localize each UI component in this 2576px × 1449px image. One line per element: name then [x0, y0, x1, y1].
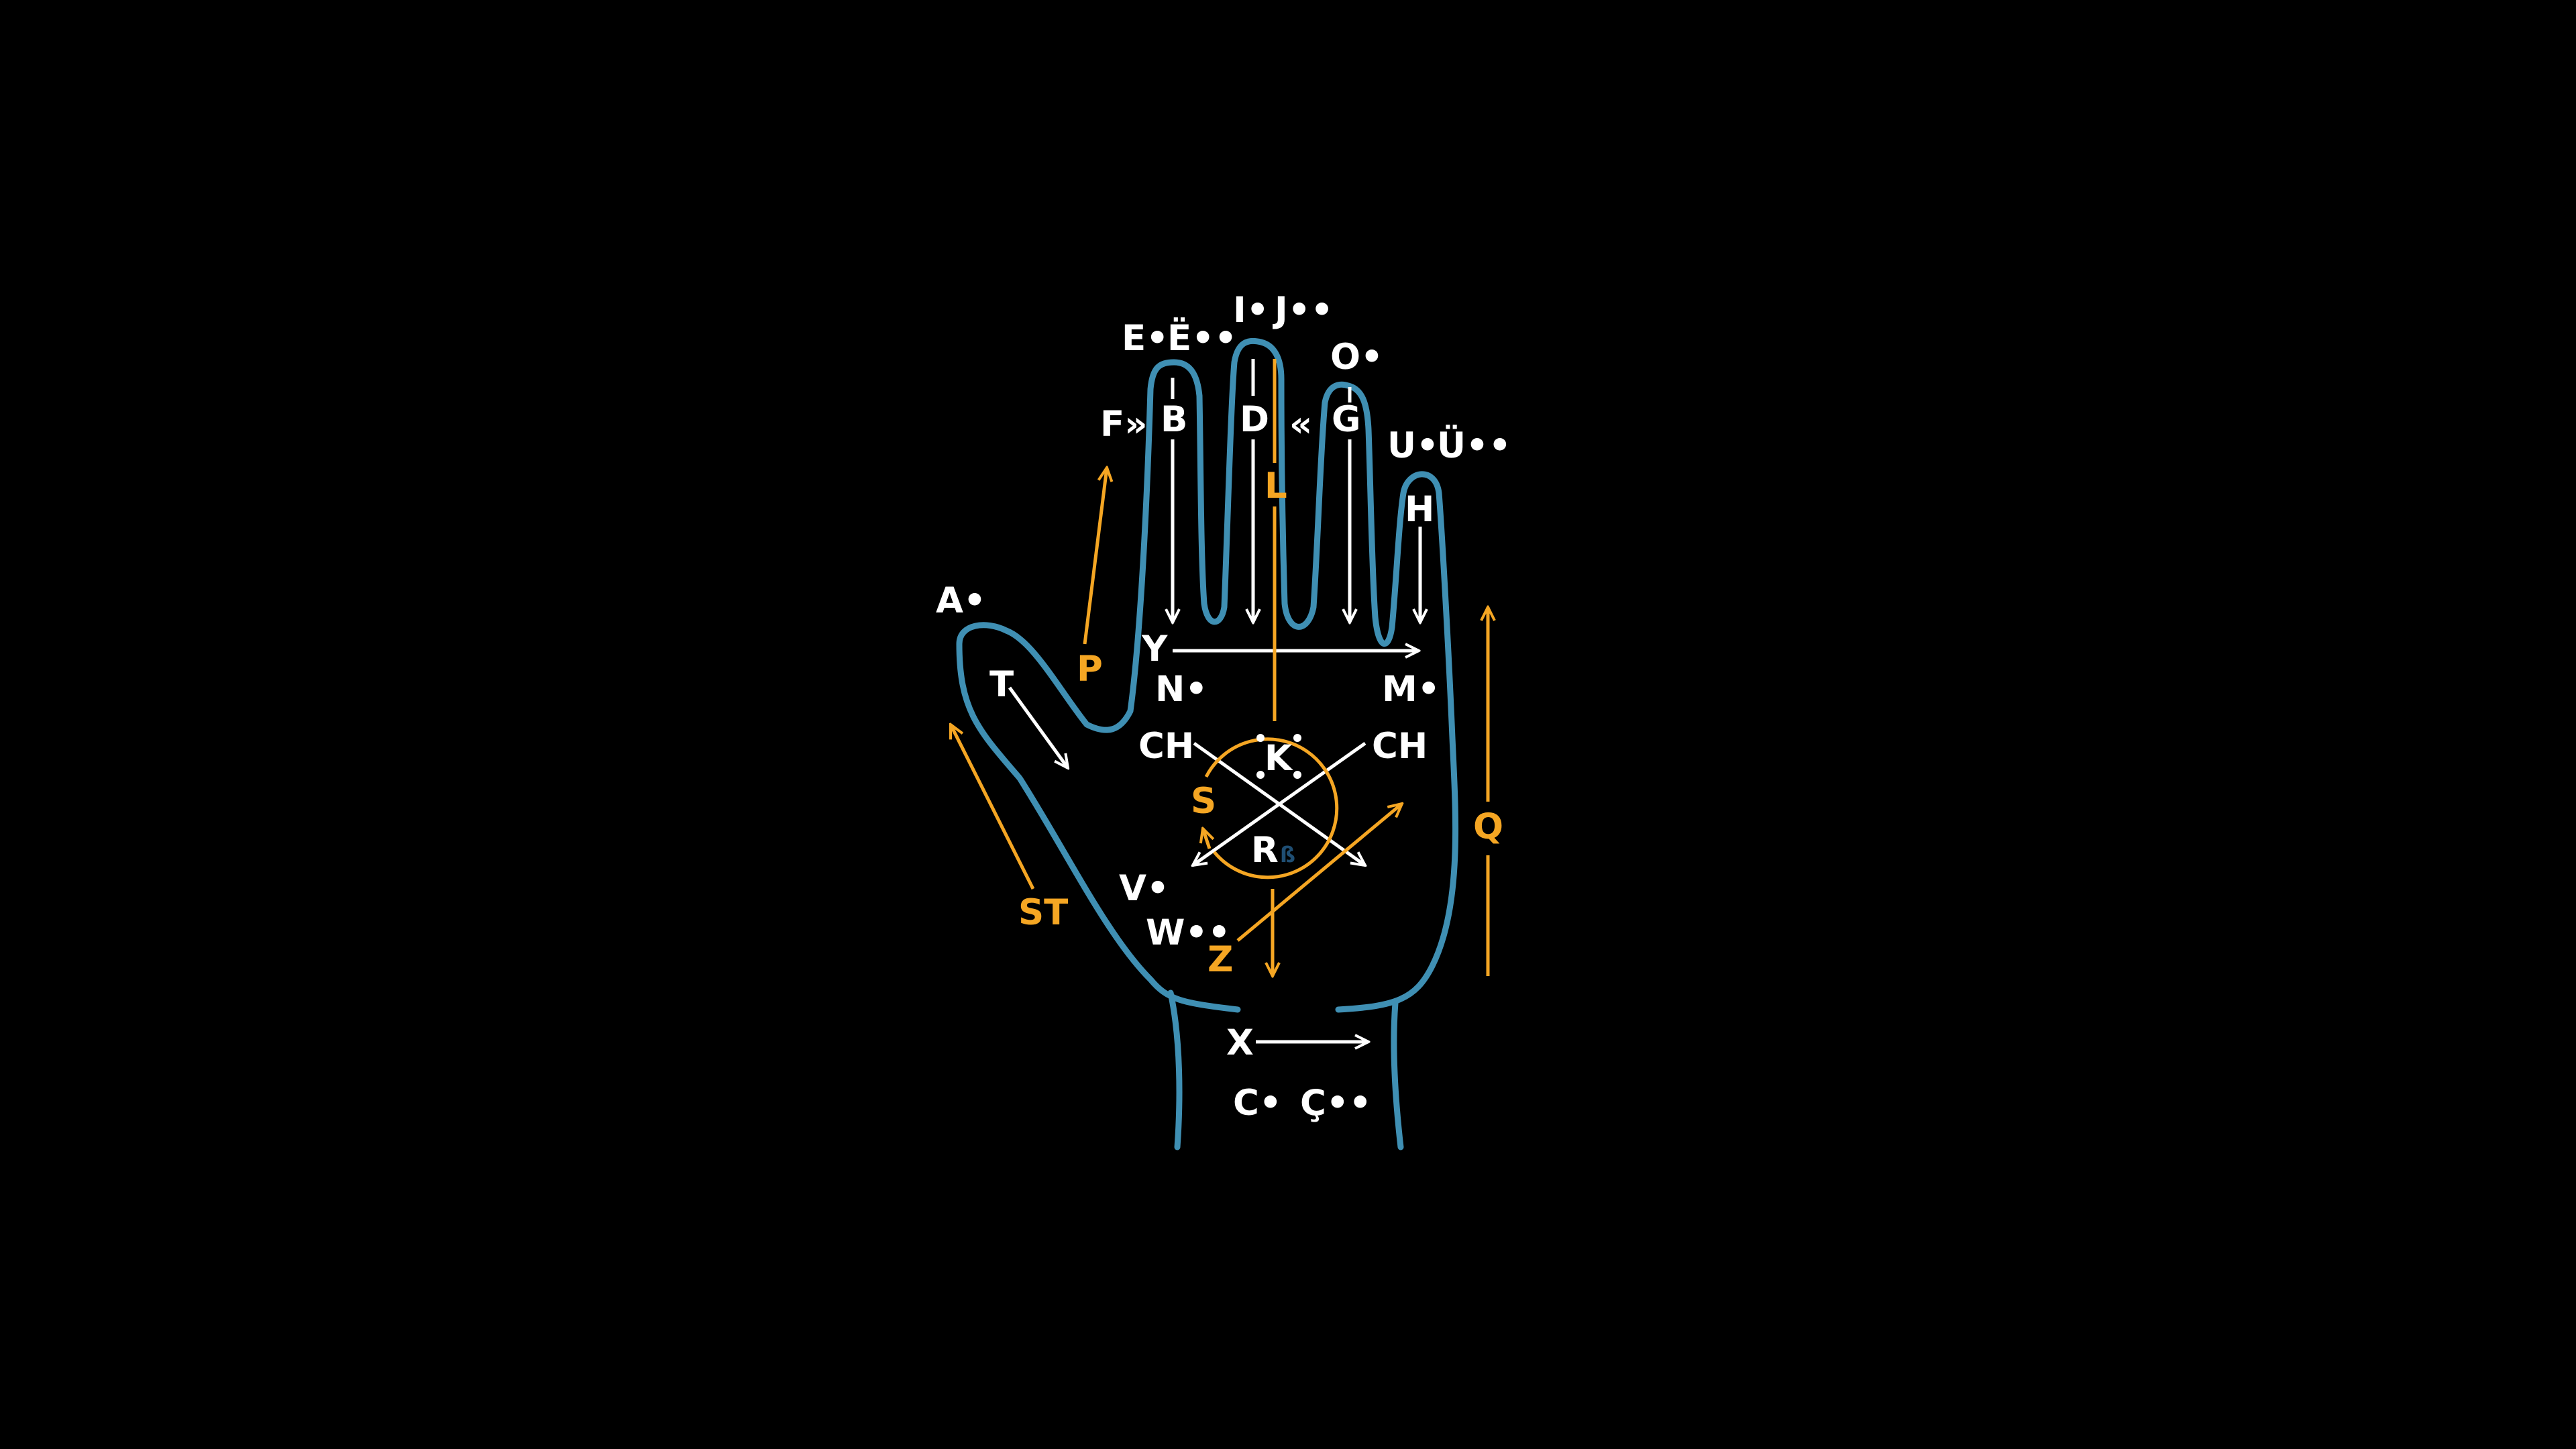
- label-e-umlaut: Ë••: [1167, 317, 1237, 359]
- wrist-left-line: [1167, 989, 1183, 1150]
- label-q: Q: [1473, 806, 1503, 847]
- label-p: P: [1077, 649, 1103, 690]
- label-d: D: [1240, 399, 1269, 440]
- label-u-umlaut: Ü••: [1437, 424, 1511, 466]
- hand-outline-icon: [956, 337, 1459, 1013]
- label-g: G: [1332, 399, 1361, 440]
- label-c-cedilla: Ç••: [1300, 1083, 1372, 1124]
- label-s: S: [1191, 781, 1216, 822]
- label-st: ST: [1018, 892, 1068, 933]
- label-h: H: [1405, 489, 1434, 530]
- label-b: B: [1161, 399, 1187, 440]
- label-ch-left: CH: [1138, 726, 1194, 767]
- label-w: W••: [1146, 912, 1230, 953]
- label-z: Z: [1208, 939, 1233, 980]
- label-e: E•: [1122, 318, 1169, 359]
- label-k: K: [1265, 738, 1293, 779]
- label-r: R: [1251, 830, 1279, 871]
- label-c: C•: [1233, 1083, 1282, 1124]
- arrow-t: [1008, 686, 1068, 768]
- label-u: U•: [1387, 425, 1439, 466]
- label-l: L: [1265, 466, 1287, 506]
- label-small-mark: ß: [1280, 842, 1295, 867]
- palm-circle-icon: [1204, 737, 1339, 879]
- label-a: A•: [936, 580, 986, 621]
- arrow-z: [1236, 804, 1402, 942]
- label-i: I•: [1233, 290, 1269, 331]
- label-m: M•: [1382, 669, 1440, 710]
- k-dots: [1256, 734, 1301, 779]
- label-o: O•: [1330, 337, 1383, 378]
- arrow-ch-right: [1193, 741, 1366, 865]
- arrow-p: [1083, 468, 1107, 645]
- label-ch-right: CH: [1372, 726, 1428, 767]
- arrow-st: [949, 724, 1035, 890]
- label-y: Y: [1141, 629, 1168, 669]
- label-f: F»: [1100, 404, 1147, 445]
- label-v: V•: [1119, 868, 1169, 909]
- wrist-right-line: [1391, 1000, 1404, 1150]
- label-guillemet-left: «: [1289, 404, 1312, 445]
- label-t: T: [989, 664, 1014, 705]
- arrow-s: [1203, 828, 1210, 849]
- label-x: X: [1226, 1022, 1254, 1063]
- label-j: J••: [1273, 290, 1333, 331]
- label-n: N•: [1155, 669, 1208, 710]
